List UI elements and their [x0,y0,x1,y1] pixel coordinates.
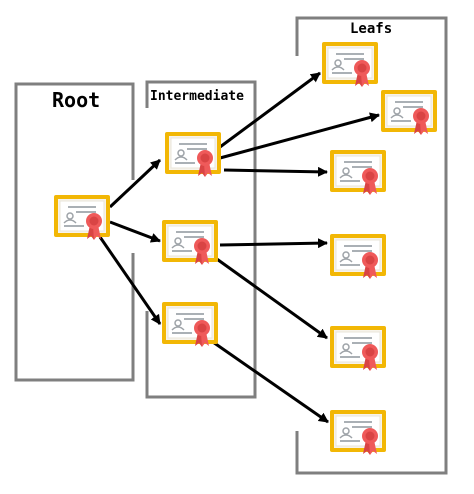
arrow-root-to-int-2 [109,220,161,243]
arrow-int-3-to-leaf-6 [209,338,329,424]
leaf-6-certificate-icon [329,409,387,456]
arrow-int-2-to-leaf-4 [219,238,328,249]
arrow-int-2-to-leaf-5 [213,255,328,340]
root-frame [14,82,135,382]
arrow-int-1-to-leaf-3 [223,166,328,177]
arrow-root-to-int-1 [108,158,162,209]
leaf-4-certificate-icon [329,233,387,280]
leaf-3-certificate-icon [329,149,387,196]
arrow-root-to-int-3 [98,236,162,325]
intermediate-group-label: Intermediate [149,89,245,104]
leaf-2-certificate-icon [380,89,438,136]
leafs-frame [295,16,448,475]
intermediate-2-certificate-icon [161,219,219,266]
arrow-int-1-to-leaf-1 [219,71,321,149]
leaf-5-certificate-icon [329,325,387,372]
intermediate-1-certificate-icon [164,131,222,178]
intermediate-3-certificate-icon [161,301,219,348]
arrow-int-1-to-leaf-2 [219,112,380,160]
root-certificate-icon [53,194,111,241]
leafs-group-label: Leafs [348,21,395,37]
leaf-1-certificate-icon [321,41,379,88]
root-group-label: Root [49,88,104,112]
intermediate-frame [145,80,257,399]
